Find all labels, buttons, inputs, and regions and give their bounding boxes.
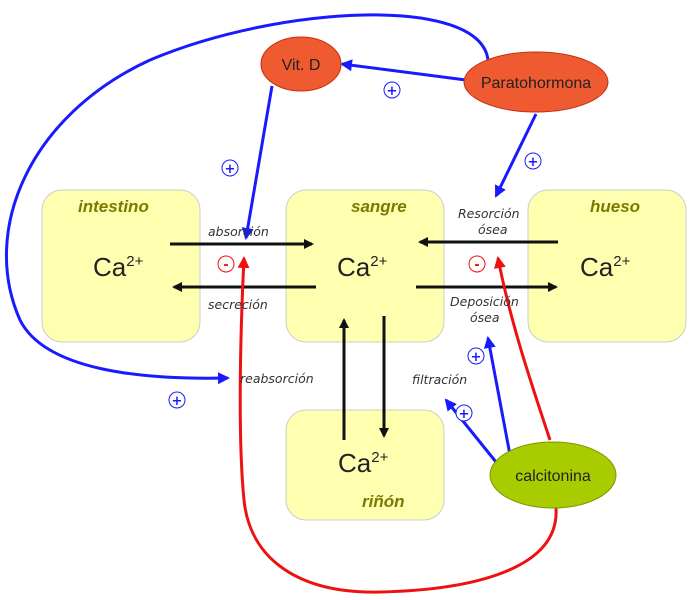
- arrow-pth-to-reabsorcion: [5, 13, 490, 385]
- arrow-pth-to-resorcion: [494, 113, 538, 198]
- svg-text:+: +: [528, 155, 539, 170]
- box-rinon-shape: [285, 409, 445, 521]
- svg-text:-: -: [474, 258, 479, 273]
- arrow-calcitonina-to-deposicion: [483, 336, 512, 456]
- arrow-calcitonina-to-filtracion: [444, 398, 498, 463]
- box-hueso-ion: Ca2+: [580, 252, 631, 282]
- plus-sign-filtracion: +: [455, 404, 473, 422]
- hormone-calcitonina-shape: [489, 441, 617, 509]
- plus-sign-reabsorcion: +: [168, 391, 186, 409]
- hormone-pth-label: Paratohormona: [481, 75, 591, 92]
- box-rinon-title: riñón: [362, 492, 405, 511]
- label-resorcion-line1: Resorción: [458, 206, 520, 221]
- minus-sign-absorcion: -: [217, 255, 235, 273]
- box-sangre-title: sangre: [351, 197, 407, 216]
- svg-text:+: +: [387, 84, 398, 99]
- arrow-pth-to-vitd: [340, 59, 467, 82]
- box-rinon-ion: Ca2+: [338, 448, 389, 478]
- box-intestino-title: intestino: [78, 197, 149, 216]
- hormone-vitd: Vit. D: [260, 36, 342, 92]
- hormone-pth-shape: [463, 51, 609, 113]
- box-sangre-ion: Ca2+: [337, 252, 388, 282]
- box-hueso-shape: [527, 189, 687, 343]
- hormone-vitd-shape: [260, 36, 342, 92]
- label-deposicion-line1: Deposición: [450, 294, 519, 309]
- box-rinon: Ca2+ riñón: [285, 409, 445, 521]
- box-intestino-ion: Ca2+: [93, 252, 144, 282]
- box-hueso: hueso Ca2+: [527, 189, 687, 343]
- hormone-calcitonina-label: calcitonina: [515, 468, 591, 485]
- plus-sign-vitd-pth: +: [383, 81, 401, 99]
- svg-text:+: +: [172, 394, 183, 409]
- svg-text:+: +: [471, 350, 482, 365]
- arrow-calcitonina-to-resorcion: [494, 256, 552, 441]
- plus-sign-pth-resorcion: +: [524, 152, 542, 170]
- box-sangre: sangre Ca2+: [285, 189, 445, 343]
- plus-sign-deposicion: +: [467, 347, 485, 365]
- svg-text:-: -: [223, 258, 228, 273]
- svg-text:+: +: [225, 162, 236, 177]
- hormone-pth: Paratohormona: [463, 51, 609, 113]
- plus-sign-vitd-absorcion: +: [221, 159, 239, 177]
- hormone-calcitonina: calcitonina: [489, 441, 617, 509]
- svg-text:+: +: [459, 407, 470, 422]
- label-secrecion: secreción: [208, 297, 268, 312]
- hormone-vitd-label: Vit. D: [282, 57, 321, 74]
- minus-sign-resorcion: -: [468, 255, 486, 273]
- label-deposicion-line2: ósea: [470, 310, 500, 325]
- box-intestino: intestino Ca2+: [41, 189, 201, 343]
- label-reabsorcion: reabsorción: [240, 371, 314, 386]
- label-filtracion: filtración: [412, 372, 467, 387]
- label-absorcion: absorción: [208, 224, 269, 239]
- arrow-vitd-to-absorcion: [241, 85, 274, 240]
- box-hueso-title: hueso: [590, 197, 640, 216]
- box-sangre-shape: [285, 189, 445, 343]
- box-intestino-shape: [41, 189, 201, 343]
- arrow-calcitonina-to-absorcion: [237, 256, 558, 594]
- label-resorcion-line2: ósea: [478, 222, 508, 237]
